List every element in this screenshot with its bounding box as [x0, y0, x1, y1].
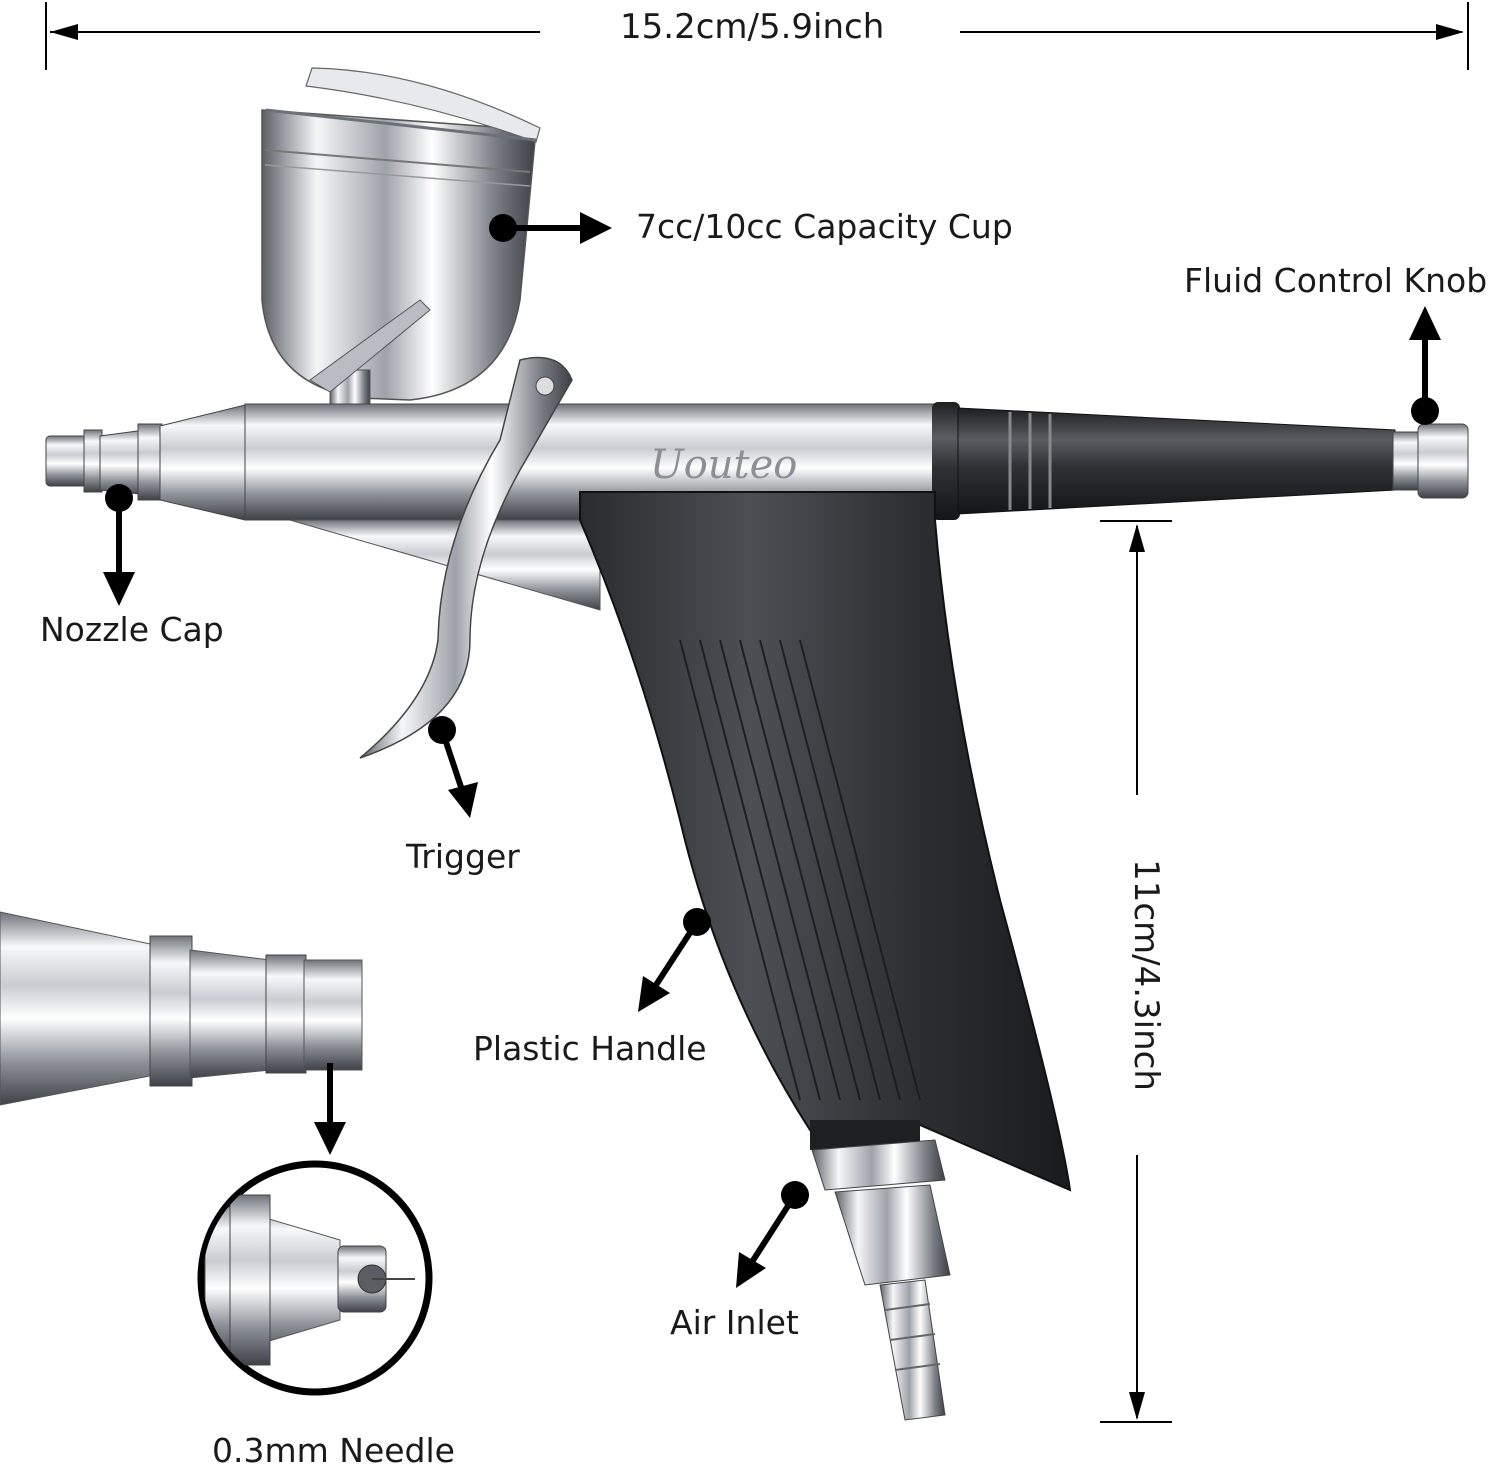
callout-arrows	[103, 212, 1441, 1288]
capacity-cup	[261, 67, 541, 406]
brand-engraving: Uouteo	[650, 442, 797, 488]
air-inlet	[810, 1120, 951, 1421]
needle-label: 0.3mm Needle	[212, 1431, 455, 1470]
fluid-knob-label: Fluid Control Knob	[1184, 261, 1488, 300]
needle-detail-circle	[197, 1160, 433, 1396]
height-dimension-label: 11cm/4.3inch	[1125, 859, 1166, 1091]
nozzle-inset	[0, 911, 363, 1106]
width-dimension	[45, 2, 1469, 70]
width-dimension-label: 15.2cm/5.9inch	[620, 7, 885, 47]
trigger	[359, 356, 573, 759]
cup-label: 7cc/10cc Capacity Cup	[636, 207, 1013, 246]
air-inlet-label: Air Inlet	[670, 1303, 799, 1342]
plastic-handle	[579, 491, 1072, 1192]
height-dimension	[1100, 520, 1172, 1423]
trigger-label: Trigger	[406, 837, 520, 876]
nozzle-cap-label: Nozzle Cap	[40, 610, 224, 649]
handle-label: Plastic Handle	[473, 1029, 707, 1068]
